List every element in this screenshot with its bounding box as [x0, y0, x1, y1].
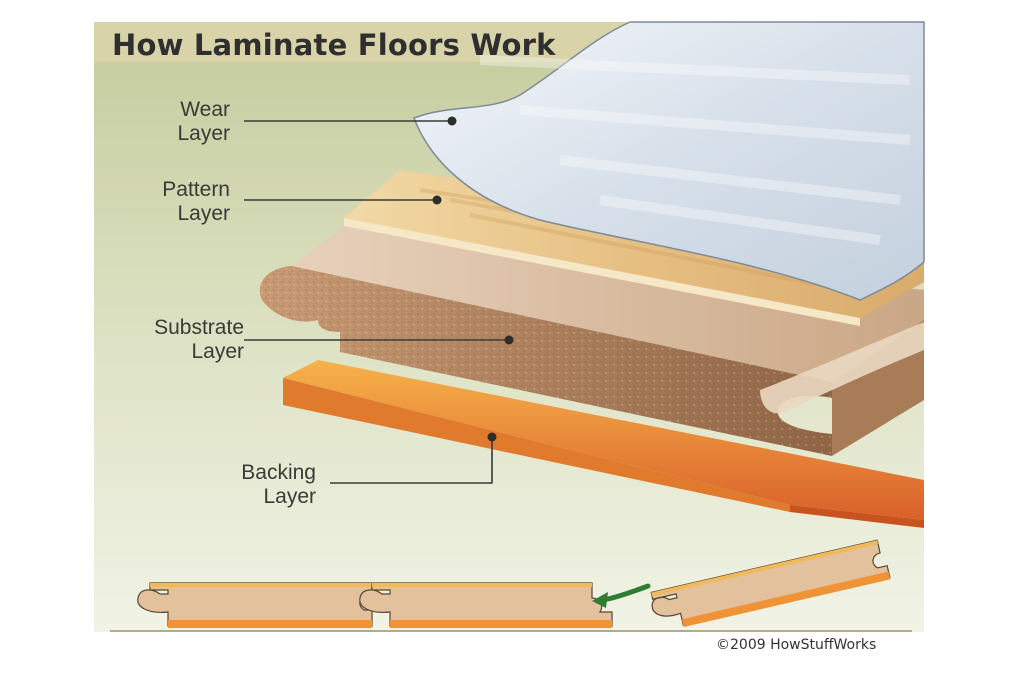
backing-label-line-1: Backing	[241, 461, 316, 484]
backing-label-line-2: Layer	[263, 485, 316, 508]
substrate-dot	[504, 335, 514, 345]
pattern-layer-label: Pattern Layer	[120, 178, 230, 226]
leader-lines	[244, 120, 509, 484]
wear-label-line-1: Wear	[180, 98, 230, 121]
backing-layer-label: Backing Layer	[196, 461, 316, 509]
backing-leader	[330, 437, 493, 484]
leader-dots	[432, 116, 514, 442]
substrate-layer-label: Substrate Layer	[104, 316, 244, 364]
pattern-label-line-1: Pattern	[162, 178, 230, 201]
loose-plank	[650, 539, 891, 627]
diagram-title: How Laminate Floors Work	[112, 28, 556, 62]
pattern-dot	[432, 195, 442, 205]
pattern-label-line-2: Layer	[177, 202, 230, 225]
wear-dot	[447, 116, 457, 126]
substrate-label-line-2: Layer	[191, 340, 244, 363]
substrate-layer	[259, 226, 924, 456]
wear-label-line-2: Layer	[177, 122, 230, 145]
backing-dot	[487, 432, 497, 442]
substrate-label-line-1: Substrate	[154, 316, 244, 339]
installed-planks	[110, 582, 912, 632]
wear-layer	[413, 21, 925, 301]
wear-layer-label: Wear Layer	[140, 98, 230, 146]
backing-layer	[283, 360, 924, 528]
copyright-notice: ©2009 HowStuffWorks	[716, 637, 877, 653]
install-arrow	[592, 583, 651, 608]
title-band	[94, 22, 640, 62]
